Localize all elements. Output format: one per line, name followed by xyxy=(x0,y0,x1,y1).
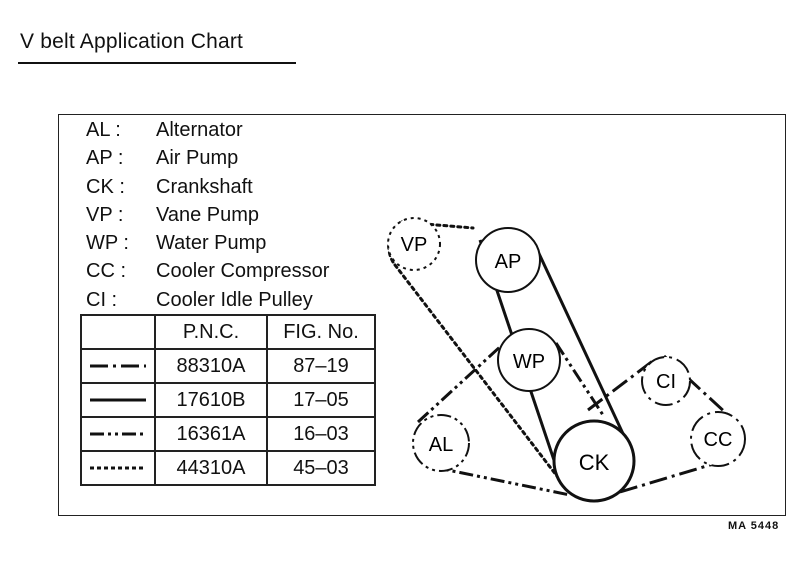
fig-cell: 87–19 xyxy=(266,348,376,384)
pulley-al: AL xyxy=(412,414,470,472)
legend-item-al: AL :Alternator xyxy=(86,119,243,141)
pulley-ap: AP xyxy=(475,227,541,293)
pulley-vp: VP xyxy=(387,217,441,271)
table-row: 88310A 87–19 xyxy=(80,348,376,384)
fig-cell: 45–03 xyxy=(266,450,376,486)
legend-name: Water Pump xyxy=(156,232,267,255)
dash-dot-dot-line-swatch xyxy=(90,432,146,436)
chart-frame xyxy=(58,114,786,516)
line-style-swatch xyxy=(80,382,156,418)
pulley-ck: CK xyxy=(552,419,636,503)
legend-item-ck: CK :Crankshaft xyxy=(86,175,253,198)
reference-code: MA 5448 xyxy=(728,520,780,532)
line-style-swatch xyxy=(80,348,156,384)
legend-abbr: CC xyxy=(86,260,115,283)
legend-abbr: WP xyxy=(86,232,118,255)
pulley-label-ap: AP xyxy=(495,251,522,273)
legend-name: Vane Pump xyxy=(156,203,260,226)
pulley-label-vp: VP xyxy=(401,234,428,256)
legend-name: Alternator xyxy=(156,119,243,141)
legend-abbr: AP xyxy=(86,147,113,170)
legend-item-ap: AP :Air Pump xyxy=(86,147,239,170)
dash-dot-line-swatch xyxy=(90,364,146,368)
table-header-fig: FIG. No. xyxy=(266,314,376,350)
legend-abbr: AL xyxy=(86,119,110,141)
pnc-cell: 88310A xyxy=(154,348,268,384)
fig-cell: 17–05 xyxy=(266,382,376,418)
table-header-line xyxy=(80,314,156,350)
pulley-label-al: AL xyxy=(429,434,453,456)
pulley-label-ci: CI xyxy=(656,371,676,393)
pulley-ci: CI xyxy=(641,356,691,406)
pnc-cell: 16361A xyxy=(154,416,268,452)
legend-name: Cooler Idle Pulley xyxy=(156,288,313,311)
fig-cell: 16–03 xyxy=(266,416,376,452)
pulley-label-cc: CC xyxy=(704,429,733,451)
abbreviation-legend: AL :Alternator AP :Air Pump CK :Cranksha… xyxy=(86,116,329,314)
line-style-swatch xyxy=(80,416,156,452)
pulley-cc: CC xyxy=(690,411,746,467)
pulley-label-ck: CK xyxy=(579,450,610,475)
title-underline xyxy=(18,62,296,64)
legend-abbr: CI xyxy=(86,288,106,311)
table-row: 16361A 16–03 xyxy=(80,416,376,452)
dotted-line-swatch xyxy=(90,466,146,470)
table-row: 17610B 17–05 xyxy=(80,382,376,418)
pulley-label-wp: WP xyxy=(513,351,545,373)
pnc-cell: 44310A xyxy=(154,450,268,486)
legend-name: Cooler Compressor xyxy=(156,260,330,283)
chart-title: V belt Application Chart xyxy=(20,30,244,53)
legend-abbr: VP xyxy=(86,203,113,226)
table-header-pnc: P.N.C. xyxy=(154,314,268,350)
legend-abbr: CK xyxy=(86,175,114,198)
belt-spec-table: P.N.C. FIG. No. 88310A 87–19 17610B 17–0… xyxy=(80,314,376,486)
legend-name: Crankshaft xyxy=(156,175,253,198)
legend-item-wp: WP :Water Pump xyxy=(86,232,267,255)
legend-item-cc: CC :Cooler Compressor xyxy=(86,260,330,283)
pnc-cell: 17610B xyxy=(154,382,268,418)
legend-item-ci: CI :Cooler Idle Pulley xyxy=(86,288,313,311)
solid-line-swatch xyxy=(90,398,146,402)
table-header-row: P.N.C. FIG. No. xyxy=(80,314,376,350)
line-style-swatch xyxy=(80,450,156,486)
pulley-wp: WP xyxy=(497,328,561,392)
table-row: 44310A 45–03 xyxy=(80,450,376,486)
legend-item-vp: VP :Vane Pump xyxy=(86,203,260,226)
legend-name: Air Pump xyxy=(156,147,239,170)
